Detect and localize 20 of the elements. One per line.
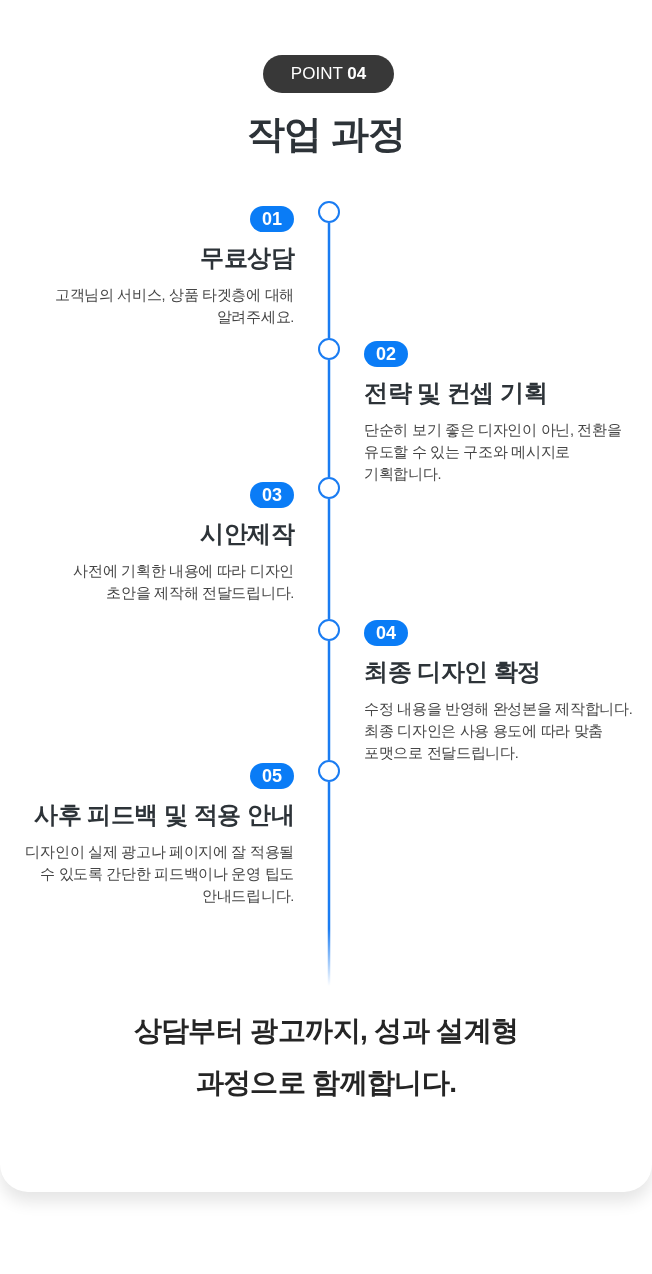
step-number-badge: 02 [364,341,409,367]
step-title: 전략 및 컨셉 기획 [364,378,547,408]
step-description: 수정 내용을 반영해 완성본을 제작합니다. 최종 디자인은 사용 용도에 따라 맞춤 포맷으로 전달드립니다. [364,700,634,763]
timeline-line [327,641,331,760]
step-number-badge: 04 [364,620,409,646]
section-tag: POINT 04 [263,55,394,93]
section-title: 작업 과정 [247,112,405,157]
step-title: 시안제작 [200,519,294,549]
timeline-line [327,499,331,619]
step-title: 사후 피드백 및 적용 안내 [34,800,294,830]
closing-message: 상담부터 광고까지, 성과 설계형 과정으로 함께합니다. [132,1014,520,1100]
step-description: 고객님의 서비스, 상품 타겟층에 대해 알려주세요. [53,286,294,327]
timeline-line [327,782,331,986]
timeline-line [327,360,331,477]
step-description: 사전에 기획한 내용에 따라 디자인 초안을 제작해 전달드립니다. [72,562,294,603]
step-title: 최종 디자인 확정 [364,657,541,687]
step-description: 디자인이 실제 광고나 페이지에 잘 적용될 수 있도록 간단한 피드백이나 운영 팁도 안내드립니다. [24,843,294,906]
step-description: 단순히 보기 좋은 디자인이 아닌, 전환을 유도할 수 있는 구조와 메시지로 기획합니다. [364,421,623,484]
step-title: 무료상담 [200,243,294,273]
timeline-line [327,223,331,338]
